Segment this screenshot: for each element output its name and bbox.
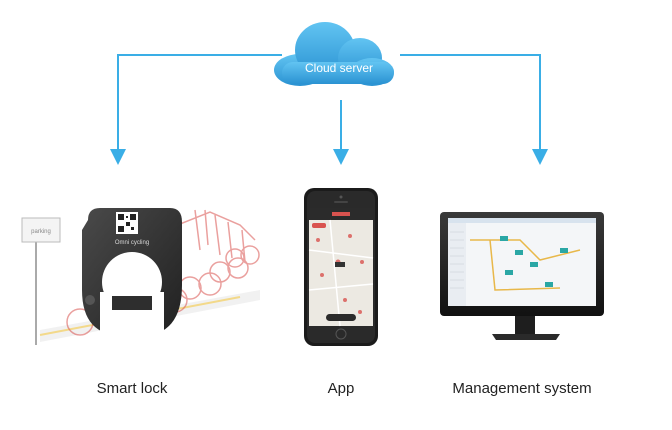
- cloud-icon: Cloud server: [274, 22, 394, 86]
- qr-code-icon: [118, 214, 136, 232]
- connector-right: [400, 54, 548, 165]
- smart-lock-label: Smart lock: [96, 380, 168, 397]
- parking-sign: parking: [21, 217, 61, 345]
- management-system-label: Management system: [452, 380, 592, 397]
- smartphone-icon: [304, 188, 378, 346]
- connector-left: [110, 54, 282, 165]
- monitor-icon: [440, 212, 604, 340]
- cloud-label: Cloud server: [305, 61, 373, 75]
- parking-sign-text: parking: [31, 229, 51, 235]
- management-screen: [448, 218, 596, 306]
- bike-lock-icon: parking Omni cycling: [21, 208, 260, 345]
- app-label: App: [327, 380, 355, 397]
- lock-brand-text: Omni cycling: [115, 240, 149, 246]
